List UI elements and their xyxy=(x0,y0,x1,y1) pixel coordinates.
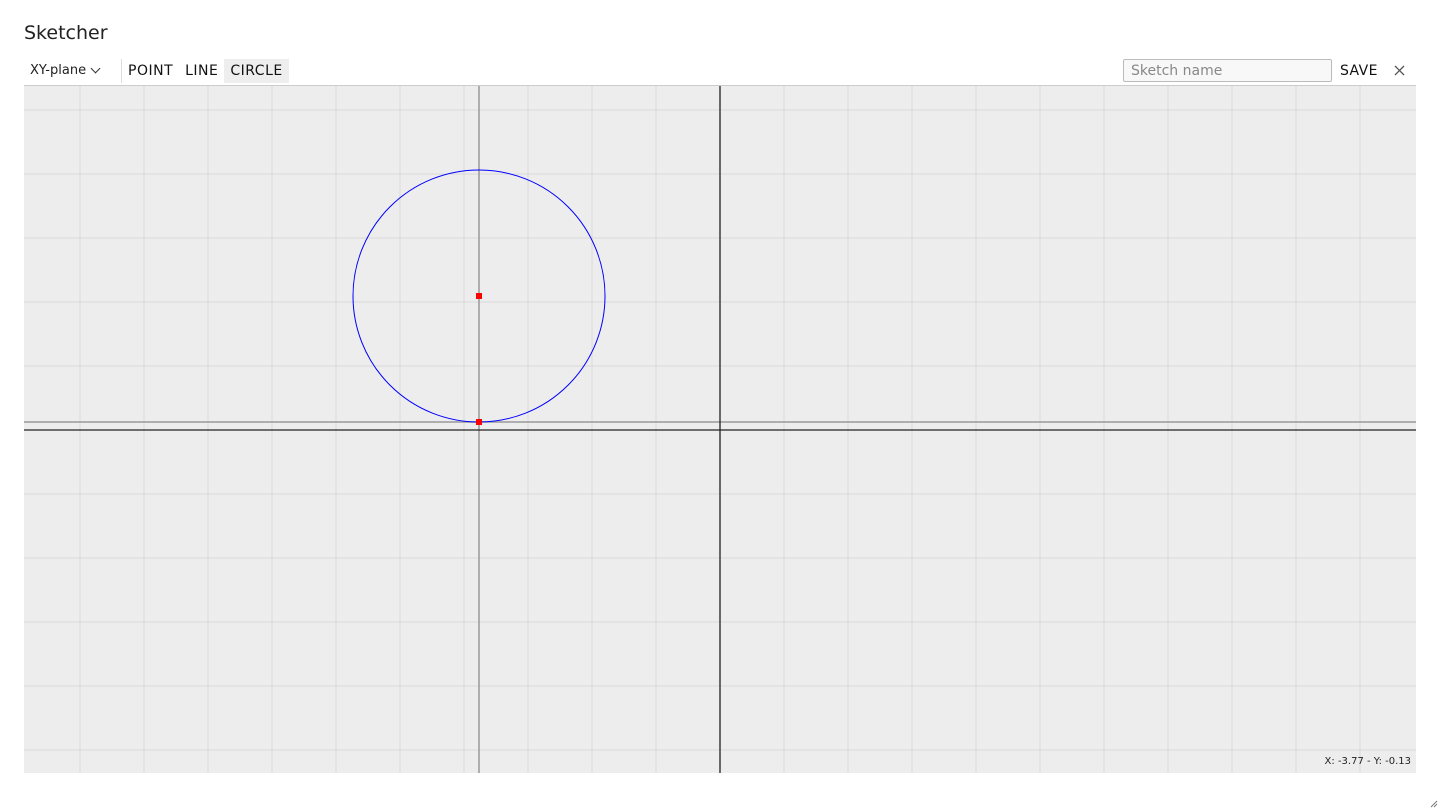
close-button[interactable] xyxy=(1392,59,1408,83)
toolbar: XY-plane POINT LINE CIRCLE SAVE xyxy=(24,58,1416,85)
tool-point-button[interactable]: POINT xyxy=(122,59,180,83)
tool-line-button[interactable]: LINE xyxy=(179,59,225,83)
save-button[interactable]: SAVE xyxy=(1340,63,1378,79)
sketch-drawing xyxy=(24,86,1416,773)
resize-handle-icon[interactable] xyxy=(1430,800,1438,808)
sketch-canvas[interactable]: X: -3.77 - Y: -0.13 xyxy=(24,85,1416,773)
close-icon xyxy=(1394,65,1405,76)
coordinate-readout: X: -3.77 - Y: -0.13 xyxy=(1324,756,1411,767)
tool-group: POINT LINE CIRCLE xyxy=(121,59,289,83)
plane-select[interactable]: XY-plane xyxy=(30,63,101,78)
window-title: Sketcher xyxy=(24,22,108,44)
sketch-name-input[interactable] xyxy=(1123,59,1332,82)
plane-select-value: XY-plane xyxy=(30,63,87,78)
chevron-down-icon xyxy=(90,63,101,74)
circle-center-point[interactable] xyxy=(476,293,482,299)
circle-edge-point[interactable] xyxy=(476,419,482,425)
tool-circle-button[interactable]: CIRCLE xyxy=(224,59,289,83)
